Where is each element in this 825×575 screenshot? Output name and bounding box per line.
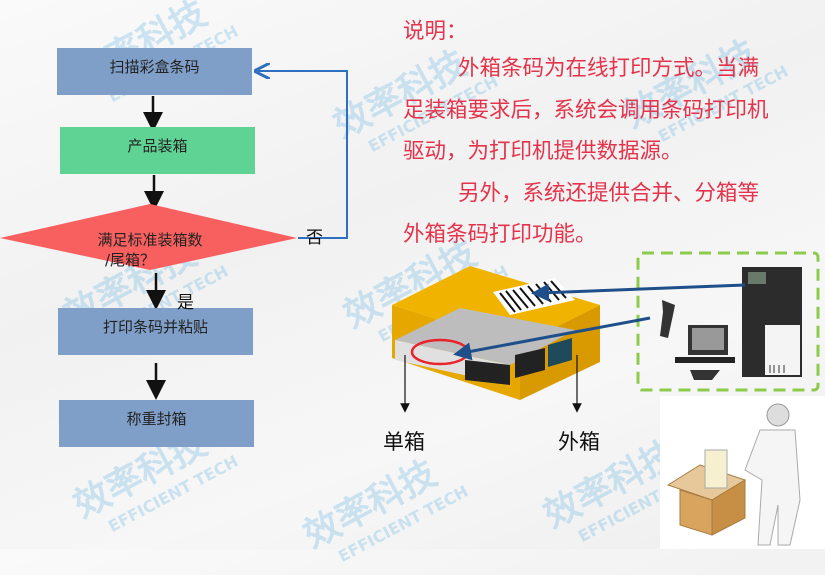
decision-diamond — [0, 204, 297, 270]
step-weigh-and-seal: 称重封箱 — [59, 400, 254, 447]
step-scan-box-barcode: 扫描彩盒条码 — [57, 48, 252, 95]
printer-image — [742, 267, 802, 377]
barcode-scanner-image — [660, 300, 675, 338]
scan-arrow — [453, 316, 651, 361]
single-box-label: 单箱 — [383, 430, 425, 454]
step-pack-products: 产品装箱 — [60, 127, 255, 174]
outer-box-label: 外箱 — [558, 430, 600, 454]
description-line: 外箱条码打印功能。 — [403, 222, 597, 247]
step-label: 扫描彩盒条码 — [109, 58, 200, 76]
step-print-and-apply-barcode: 打印条码并粘贴 — [58, 308, 253, 355]
description-line: 外箱条码为在线打印方式。当满 — [458, 56, 760, 81]
decision-line: 满足标准装箱数 — [97, 231, 203, 249]
description-line: 足装箱要求后，系统会调用条码打印机 — [403, 97, 769, 123]
loop-back-line — [258, 71, 348, 239]
step-label: 产品装箱 — [127, 137, 188, 155]
description-line: 另外，系统还提供合并、分箱等 — [458, 180, 760, 206]
description: 说明： 外箱条码为在线打印方式。当满 足装箱要求后，系统会调用条码打印机 驱动，… — [403, 16, 818, 256]
description-line: 驱动，为打印机提供数据源。 — [403, 139, 683, 164]
print-label-arrow — [531, 283, 746, 302]
yes-label: 是 — [177, 293, 194, 313]
description-heading: 说明： — [403, 19, 468, 44]
step-label: 打印条码并粘贴 — [102, 318, 208, 336]
packing-worker-image — [660, 396, 825, 549]
outer-box-image — [392, 266, 600, 413]
step-label: 称重封箱 — [126, 410, 187, 428]
no-label: 否 — [306, 228, 323, 248]
computer-image — [675, 325, 735, 380]
diagram-graphics — [0, 0, 825, 549]
decision-label: 满足标准装箱数 /尾箱？ — [70, 230, 230, 270]
decision-line: /尾箱？ — [104, 251, 156, 269]
